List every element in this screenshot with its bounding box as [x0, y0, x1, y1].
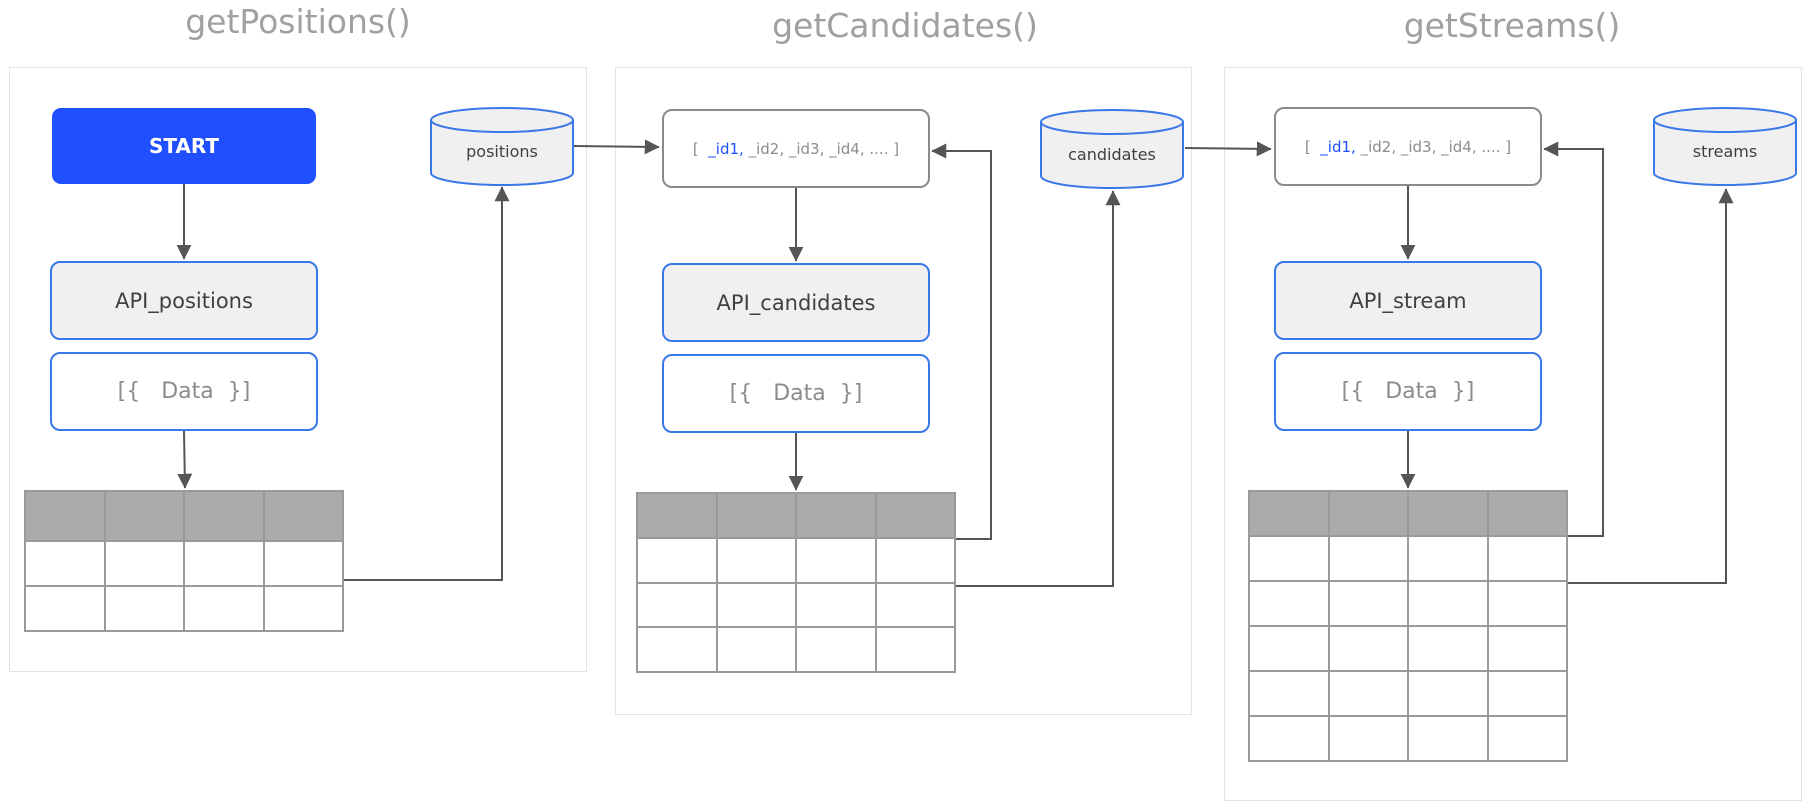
table-row: [1248, 580, 1568, 627]
table-row: [24, 585, 344, 632]
table-row: [1248, 715, 1568, 762]
streams-table: [1248, 490, 1568, 762]
positions-db-label: positions: [466, 142, 538, 161]
arrow-data-to-table: [177, 430, 193, 489]
data-node-candidates: [{ Data }]: [662, 354, 930, 433]
api-stream-node[interactable]: API_stream: [1274, 261, 1542, 340]
arrow-positions-db-to-ids: [573, 139, 660, 155]
table-row: [636, 581, 956, 629]
table-header-row: [24, 490, 344, 542]
table-header-row: [1248, 490, 1568, 537]
arrow-table-to-streams-db: [1568, 188, 1734, 584]
table-row: [636, 537, 956, 584]
id-list-first: _id1,: [708, 139, 744, 158]
arrow-loop-to-ids-streams: [1543, 141, 1604, 537]
arrow-loop-to-ids-candidates: [931, 143, 992, 540]
candidates-db-label: candidates: [1068, 145, 1156, 164]
id-list-streams: [ _id1, _id2, _id3, _id4, .... ]: [1274, 107, 1542, 186]
table-row: [1248, 625, 1568, 672]
panel-title-getpositions: getPositions(): [185, 2, 411, 41]
id-list-first: _id1,: [1320, 137, 1356, 156]
id-list-candidates: [ _id1, _id2, _id3, _id4, .... ]: [662, 109, 930, 188]
data-node-streams: [{ Data }]: [1274, 352, 1542, 431]
api-positions-node[interactable]: API_positions: [50, 261, 318, 340]
table-header-row: [636, 492, 956, 539]
candidates-db-icon[interactable]: [1040, 109, 1184, 189]
start-node[interactable]: START: [52, 108, 316, 184]
table-row: [1248, 535, 1568, 582]
arrow-candidates-db-to-ids: [1184, 141, 1272, 157]
table-row: [636, 626, 956, 673]
table-row: [1248, 670, 1568, 717]
streams-db-label: streams: [1692, 142, 1758, 161]
data-node-positions: [{ Data }]: [50, 352, 318, 431]
panel-title-getstreams: getStreams(): [1403, 6, 1621, 45]
arrow-table-to-candidates-db: [956, 190, 1121, 587]
arrow-table-to-positions-db: [344, 186, 510, 581]
candidates-table: [636, 492, 956, 673]
positions-table: [24, 490, 344, 632]
table-row: [24, 540, 344, 587]
id-list-rest: _id2, _id3, _id4, ....: [1355, 137, 1506, 156]
id-list-rest: _id2, _id3, _id4, ....: [743, 139, 894, 158]
panel-title-getcandidates: getCandidates(): [772, 6, 1038, 45]
positions-db-icon[interactable]: [430, 107, 574, 186]
streams-db-icon[interactable]: [1653, 107, 1797, 186]
api-candidates-node[interactable]: API_candidates: [662, 263, 930, 342]
